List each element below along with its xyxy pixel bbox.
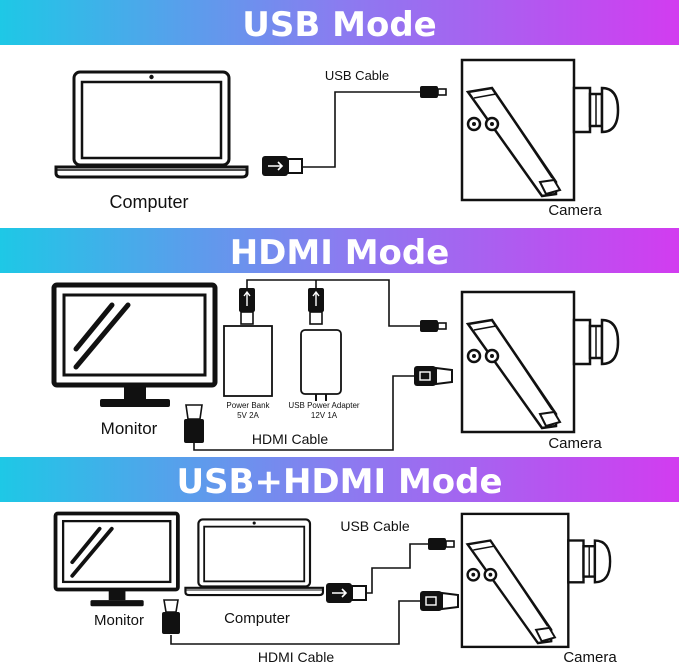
section-title: USB+HDMI Mode [176,462,502,502]
camera-label: Camera [548,435,602,452]
computer-icon [184,518,325,597]
power-bank-usb-plug-icon [239,288,255,325]
power-adapter-label: USB Power Adapter [288,401,359,410]
monitor-label: Monitor [94,612,144,629]
computer-icon [54,70,249,179]
hdmi-connector-icon [419,590,459,612]
power-bank-label: Power Bank [226,401,270,410]
usb-cable [302,91,420,168]
monitor-icon [54,285,215,407]
usb-cable-label: USB Cable [325,68,389,83]
computer-label: Computer [224,610,290,627]
camera-label: Camera [563,649,617,665]
monitor-label: Monitor [101,419,158,438]
usb-cable [366,543,428,594]
computer-label: Computer [109,192,188,212]
micro-usb-connector-icon [419,319,447,333]
section-hdmi-mode: HDMI Mode Monitor Power Bank 5V 2A USB P… [0,228,679,452]
banner-hdmi-mode [0,228,679,273]
micro-usb-connector-icon [419,85,447,99]
camera-icon [460,290,620,434]
hdmi-cable-label: HDMI Cable [252,431,328,447]
hdmi-cable [170,600,420,645]
power-adapter-spec: 12V 1A [311,411,338,420]
camera-label: Camera [548,202,602,219]
power-cable [246,279,420,327]
hdmi-cable-label: HDMI Cable [258,649,334,665]
banner-usb-hdmi-mode [0,457,679,502]
power-bank-spec: 5V 2A [237,411,259,420]
usb-plug-icon [261,155,303,177]
hdmi-connector-icon [413,365,453,387]
usb-cable-label: USB Cable [340,518,409,534]
monitor-icon [53,511,180,609]
usb-plug-icon [325,582,367,604]
adapter-usb-plug-icon [308,288,324,325]
hdmi-plug-icon [162,599,180,634]
banner-usb-mode [0,0,679,45]
section-title: USB Mode [242,5,436,45]
power-bank-icon [223,325,273,397]
hdmi-plug-icon [184,404,204,443]
power-adapter-icon [300,329,342,395]
camera-icon [460,512,612,649]
micro-usb-connector-icon [427,537,455,551]
section-usb-hdmi-mode: USB+HDMI Mode Monitor Computer USB Cable… [0,457,679,665]
camera-icon [460,58,620,202]
section-title: HDMI Mode [230,233,450,273]
section-usb-mode: USB Mode Computer USB Cable Camera [0,0,679,219]
